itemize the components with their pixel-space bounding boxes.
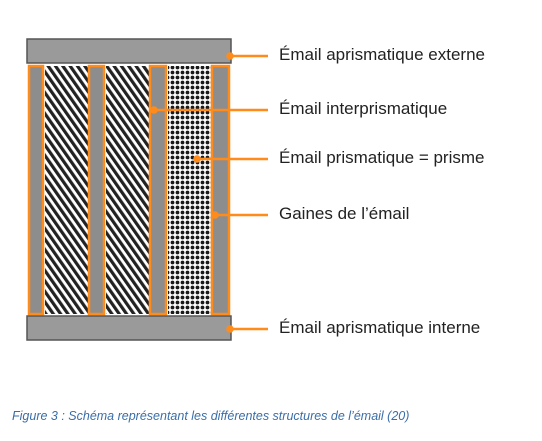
outer-aprismatic-enamel-plate <box>26 38 232 64</box>
sheath-4 <box>210 64 231 316</box>
label-enamel-sheaths: Gaines de l’émail <box>279 204 410 223</box>
label-inner-aprismatic-enamel: Émail aprismatique interne <box>279 318 481 337</box>
interprismatic-column-1 <box>45 66 88 314</box>
sheath-3 <box>148 64 168 316</box>
sheath-1 <box>27 64 45 316</box>
sheath-2 <box>87 64 106 316</box>
inner-aprismatic-enamel-plate <box>26 315 232 341</box>
prismatic-column <box>168 66 211 314</box>
label-outer-aprismatic-enamel: Émail aprismatique externe <box>279 45 485 64</box>
figure-caption: Figure 3 : Schéma représentant les diffé… <box>12 409 410 423</box>
interprismatic-column-2 <box>106 66 149 314</box>
label-interprismatic-enamel: Émail interprismatique <box>279 99 448 118</box>
label-prismatic-enamel: Émail prismatique = prisme <box>279 148 485 167</box>
